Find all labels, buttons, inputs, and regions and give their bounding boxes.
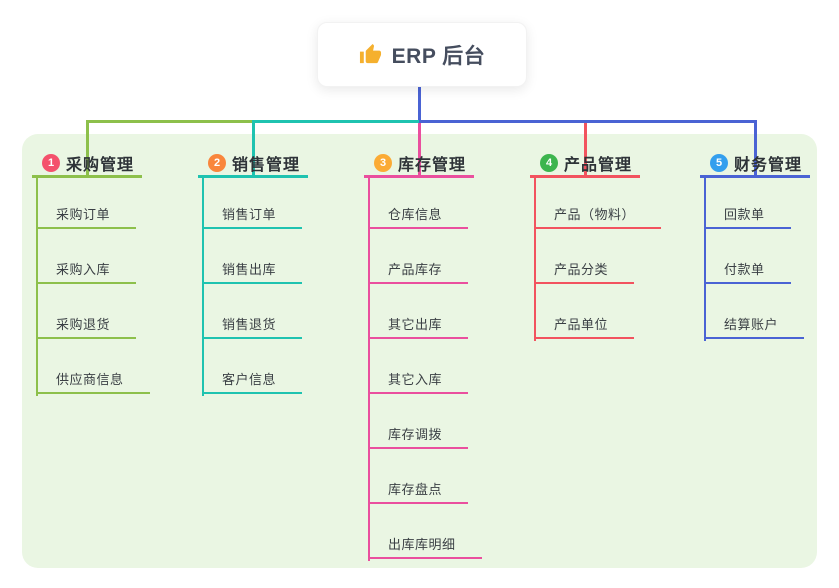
- child-node[interactable]: 产品库存: [368, 257, 469, 284]
- root-node-erp[interactable]: ERP 后台: [317, 22, 527, 87]
- branch-title: 产品管理: [564, 156, 633, 174]
- branch-header-finance[interactable]: 5 财务管理: [700, 150, 810, 178]
- child-node[interactable]: 采购订单: [36, 202, 137, 229]
- branches-panel: [22, 134, 817, 568]
- branch-title: 采购管理: [66, 156, 135, 174]
- branch-title: 库存管理: [398, 156, 467, 174]
- child-node[interactable]: 仓库信息: [368, 202, 469, 229]
- connector-drop-branch-2: [252, 120, 255, 178]
- child-node[interactable]: 库存盘点: [368, 477, 469, 504]
- child-node[interactable]: 产品分类: [534, 257, 635, 284]
- branch-spine-1: [36, 178, 38, 396]
- branch-spine-5: [704, 178, 706, 341]
- connector-root-vertical: [418, 84, 421, 122]
- branch-title: 销售管理: [232, 156, 301, 174]
- child-node[interactable]: 回款单: [704, 202, 791, 229]
- child-node[interactable]: 出库库明细: [368, 532, 482, 559]
- branch-spine-2: [202, 178, 204, 396]
- child-node[interactable]: 结算账户: [704, 312, 805, 339]
- branch-badge-1: 1: [42, 153, 60, 172]
- child-node[interactable]: 其它出库: [368, 312, 469, 339]
- branch-title: 财务管理: [734, 156, 803, 174]
- branch-spine-4: [534, 178, 536, 341]
- child-node[interactable]: 销售订单: [202, 202, 303, 229]
- connector-bus-segment-teal: [252, 120, 420, 123]
- connector-drop-branch-3: [418, 123, 421, 178]
- connector-drop-branch-4: [584, 123, 587, 178]
- branch-header-sales[interactable]: 2 销售管理: [198, 150, 308, 178]
- branch-badge-2: 2: [208, 153, 226, 172]
- connector-drop-branch-5: [754, 120, 757, 178]
- branch-badge-5: 5: [710, 153, 728, 172]
- branch-header-product[interactable]: 4 产品管理: [530, 150, 640, 178]
- thumbs-up-icon: [359, 43, 381, 64]
- child-node[interactable]: 销售出库: [202, 257, 303, 284]
- child-node[interactable]: 库存调拨: [368, 422, 469, 449]
- child-node[interactable]: 销售退货: [202, 312, 303, 339]
- child-node[interactable]: 采购入库: [36, 257, 137, 284]
- root-node-label: ERP 后台: [391, 44, 486, 68]
- child-node[interactable]: 客户信息: [202, 367, 303, 394]
- branch-spine-3: [368, 178, 370, 561]
- child-node[interactable]: 付款单: [704, 257, 791, 284]
- child-node[interactable]: 产品（物料）: [534, 202, 662, 229]
- branch-header-inventory[interactable]: 3 库存管理: [364, 150, 474, 178]
- connector-drop-branch-1: [86, 120, 89, 178]
- branch-badge-4: 4: [540, 153, 558, 172]
- branch-badge-3: 3: [374, 153, 392, 172]
- child-node[interactable]: 产品单位: [534, 312, 635, 339]
- child-node[interactable]: 供应商信息: [36, 367, 150, 394]
- connector-bus-segment-green: [86, 120, 253, 123]
- branch-header-purchase[interactable]: 1 采购管理: [32, 150, 142, 178]
- connector-bus-segment-blue: [419, 120, 757, 123]
- child-node[interactable]: 其它入库: [368, 367, 469, 394]
- child-node[interactable]: 采购退货: [36, 312, 137, 339]
